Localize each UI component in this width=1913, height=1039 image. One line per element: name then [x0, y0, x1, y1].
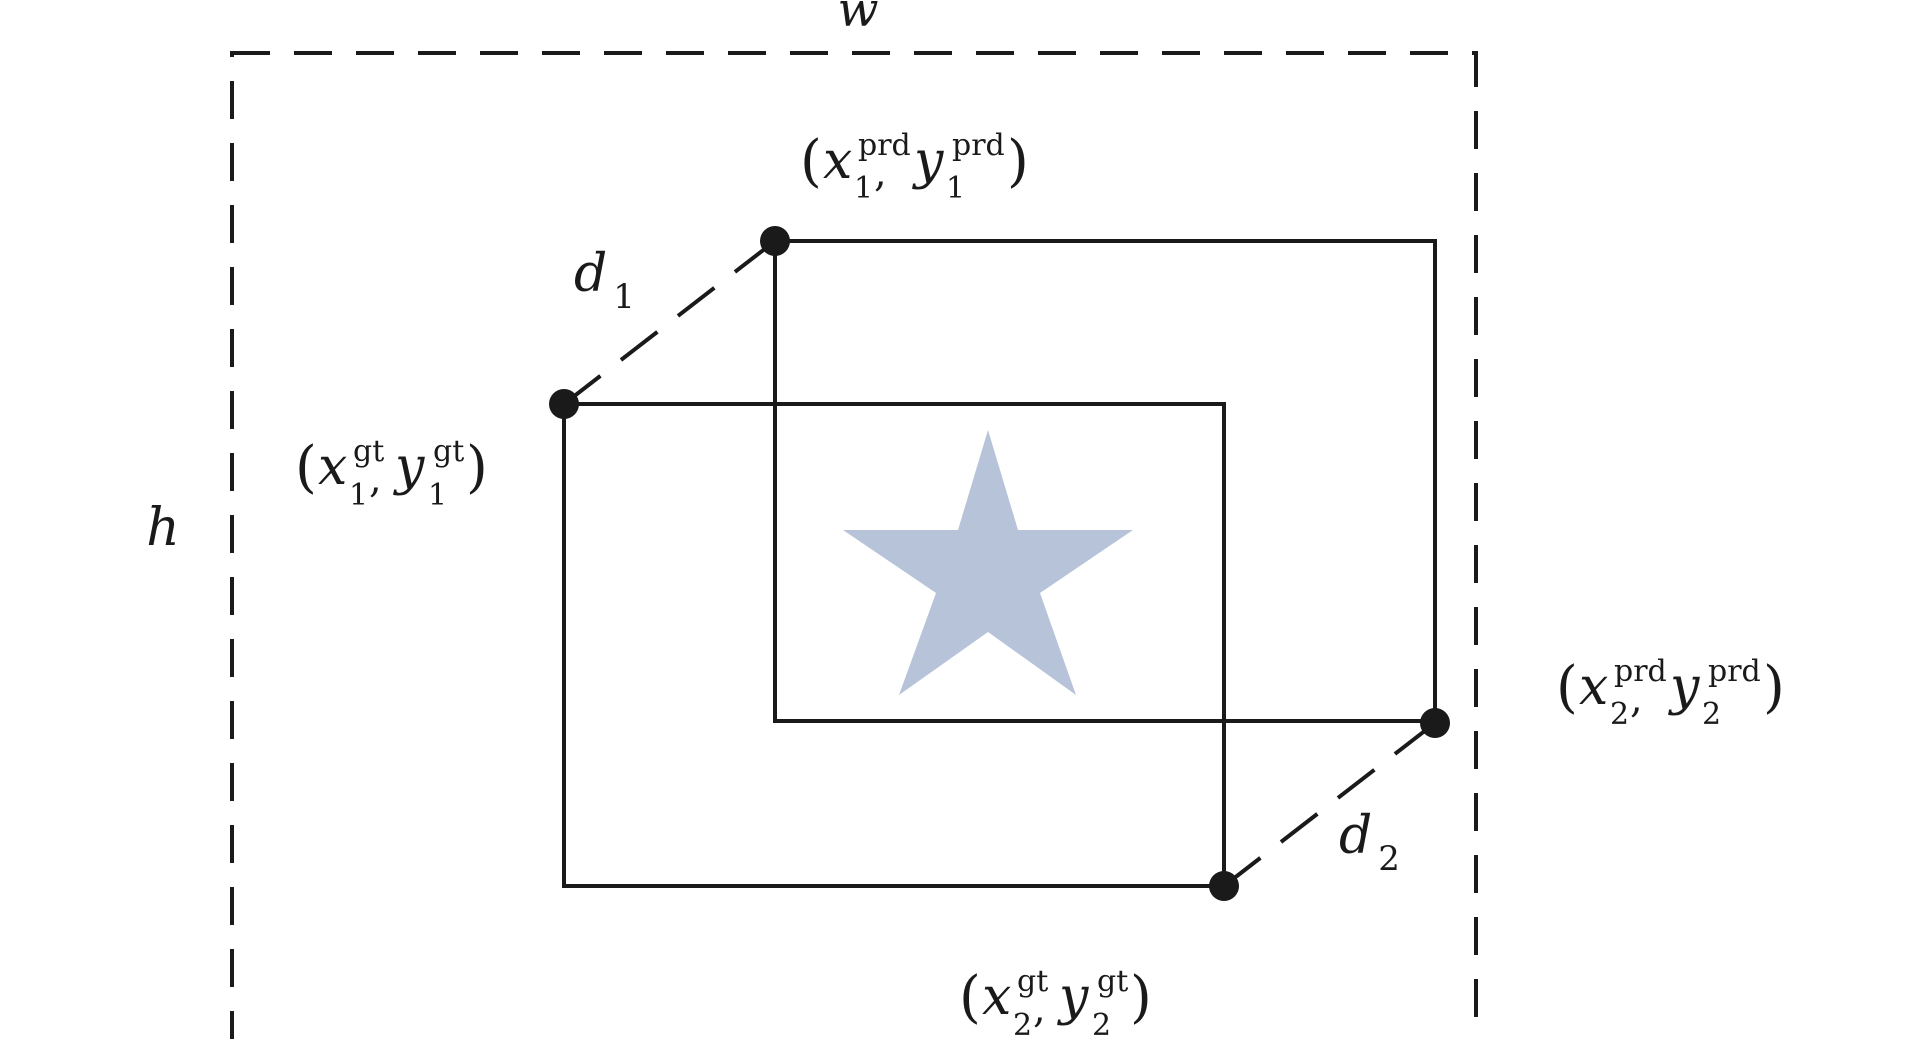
svg-text:,: ,	[1630, 676, 1643, 722]
gt-top-left-coordinate-label: ( x gt 1 , y gt 1 )	[295, 434, 488, 513]
svg-text:(: (	[295, 435, 317, 500]
ground-truth-box	[562, 402, 1226, 888]
svg-text:x: x	[823, 131, 852, 191]
svg-text:prd: prd	[1614, 654, 1667, 689]
svg-text:y: y	[393, 437, 425, 497]
svg-text:gt: gt	[1017, 964, 1048, 999]
width-label: w	[837, 0, 878, 38]
d2-connector	[1222, 721, 1437, 888]
svg-text:1: 1	[428, 478, 447, 513]
svg-text:gt: gt	[1097, 964, 1128, 999]
svg-text:,: ,	[369, 456, 382, 502]
svg-text:): )	[466, 435, 488, 500]
enclosing-box	[230, 51, 1478, 1039]
predicted-box	[773, 239, 1437, 723]
svg-text:2: 2	[1092, 1008, 1111, 1039]
svg-text:x: x	[982, 967, 1011, 1027]
pred-bottom-right-coordinate-label: ( x prd 2 , y prd 2 )	[1556, 654, 1785, 732]
svg-text:2: 2	[1702, 697, 1721, 732]
svg-text:2: 2	[1013, 1008, 1032, 1039]
d1-connector	[562, 239, 777, 406]
svg-text:(: (	[959, 965, 981, 1030]
pred-top-left-point	[760, 226, 790, 256]
gt-bottom-right-coordinate-label: ( x gt 2 , y gt 2 )	[959, 964, 1152, 1039]
svg-text:(: (	[800, 129, 822, 194]
svg-text:1: 1	[349, 478, 368, 513]
object-star-icon	[843, 430, 1133, 695]
svg-text:prd: prd	[1708, 654, 1761, 689]
svg-text:2: 2	[1610, 697, 1629, 732]
svg-text:1: 1	[946, 171, 965, 206]
svg-text:prd: prd	[952, 128, 1005, 163]
svg-text:y: y	[1668, 657, 1700, 717]
svg-text:prd: prd	[858, 128, 911, 163]
svg-text:y: y	[1057, 967, 1089, 1027]
height-label: h	[146, 498, 180, 558]
svg-text:gt: gt	[433, 434, 464, 469]
pred-bottom-right-point	[1420, 708, 1450, 738]
gt-bottom-right-point	[1209, 871, 1239, 901]
pred-top-left-coordinate-label: ( x prd 1 , y prd 1 )	[800, 128, 1029, 206]
svg-text:1: 1	[854, 171, 873, 206]
svg-text:x: x	[1579, 657, 1608, 717]
gt-top-left-point	[549, 389, 579, 419]
svg-text:): )	[1130, 965, 1152, 1030]
svg-text:,: ,	[874, 150, 887, 196]
svg-text:): )	[1007, 129, 1029, 194]
svg-text:): )	[1763, 655, 1785, 720]
svg-text:(: (	[1556, 655, 1578, 720]
svg-text:gt: gt	[353, 434, 384, 469]
svg-text:,: ,	[1033, 986, 1046, 1032]
svg-text:y: y	[912, 131, 944, 191]
svg-text:x: x	[318, 437, 347, 497]
